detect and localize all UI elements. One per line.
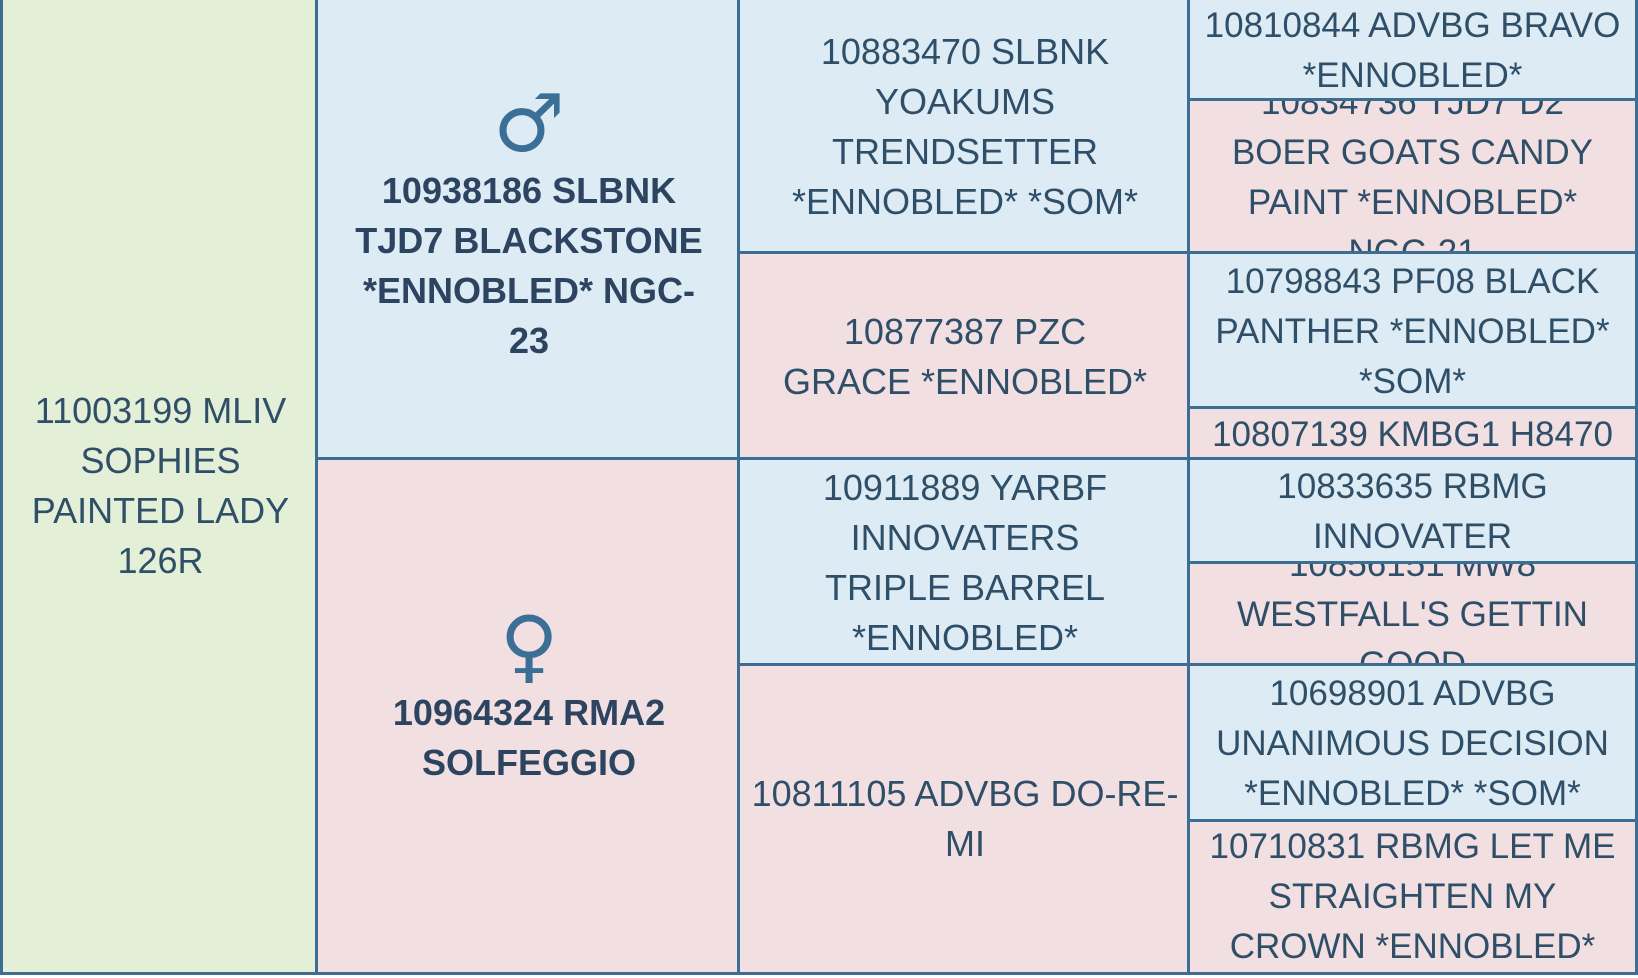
sire-dam-cell[interactable]: 10877387 PZC GRACE *ENNOBLED* [737, 251, 1190, 460]
sd-dam-name: 10807139 KMBG1 H8470 [1212, 414, 1613, 454]
sire-sire-name: 10883470 SLBNK YOAKUMS TRENDSETTER *ENNO… [791, 31, 1139, 222]
dd-sire-name: 10698901 ADVBG UNANIMOUS DECISION *ENNOB… [1216, 674, 1609, 813]
ss-dam-cell[interactable]: 10834736 TJD7 D2 BOER GOATS CANDY PAINT … [1187, 98, 1638, 254]
ds-sire-cell[interactable]: 10833635 RBMG INNOVATER [1187, 457, 1638, 564]
sire-dam-name: 10877387 PZC GRACE *ENNOBLED* [782, 311, 1148, 402]
dd-dam-cell[interactable]: 10710831 RBMG LET ME STRAIGHTEN MY CROWN… [1187, 819, 1638, 975]
sire-name: 10938186 SLBNK TJD7 BLACKSTONE *ENNOBLED… [355, 170, 703, 361]
dd-sire-cell[interactable]: 10698901 ADVBG UNANIMOUS DECISION *ENNOB… [1187, 663, 1638, 822]
male-symbol-icon: ♂ [493, 77, 565, 170]
ss-dam-name: 10834736 TJD7 D2 BOER GOATS CANDY PAINT … [1231, 98, 1594, 254]
dam-sire-name: 10911889 YARBF INNOVATERS TRIPLE BARREL … [822, 467, 1108, 658]
subject-goat-name: 11003199 MLIV SOPHIES PAINTED LADY 126R [31, 390, 290, 581]
dam-sire-cell[interactable]: 10911889 YARBF INNOVATERS TRIPLE BARREL … [737, 457, 1190, 666]
ss-sire-name: 10810844 ADVBG BRAVO *ENNOBLED* [1204, 5, 1621, 95]
sire-sire-cell[interactable]: 10883470 SLBNK YOAKUMS TRENDSETTER *ENNO… [737, 0, 1190, 254]
sd-dam-cell[interactable]: 10807139 KMBG1 H8470 [1187, 406, 1638, 460]
sd-sire-cell[interactable]: 10798843 PF08 BLACK PANTHER *ENNOBLED* *… [1187, 251, 1638, 409]
ds-dam-name: 10856151 MW8 WESTFALL'S GETTIN GOOD [1237, 561, 1588, 666]
female-symbol-icon: ♀ [499, 599, 559, 692]
ds-dam-cell[interactable]: 10856151 MW8 WESTFALL'S GETTIN GOOD [1187, 561, 1638, 666]
ds-sire-name: 10833635 RBMG INNOVATER [1277, 467, 1548, 556]
sd-sire-name: 10798843 PF08 BLACK PANTHER *ENNOBLED* *… [1215, 261, 1610, 401]
sire-cell[interactable]: ♂ 10938186 SLBNK TJD7 BLACKSTONE *ENNOBL… [315, 0, 740, 460]
subject-goat-cell[interactable]: 11003199 MLIV SOPHIES PAINTED LADY 126R [0, 0, 318, 975]
dam-name: 10964324 RMA2 SOLFEGGIO [392, 692, 666, 783]
dd-dam-name: 10710831 RBMG LET ME STRAIGHTEN MY CROWN… [1209, 827, 1616, 966]
dam-cell[interactable]: ♀ 10964324 RMA2 SOLFEGGIO [315, 457, 740, 975]
dam-dam-cell[interactable]: 10811105 ADVBG DO-RE-MI [737, 663, 1190, 975]
ss-sire-cell[interactable]: 10810844 ADVBG BRAVO *ENNOBLED* [1187, 0, 1638, 101]
dam-dam-name: 10811105 ADVBG DO-RE-MI [751, 773, 1179, 864]
